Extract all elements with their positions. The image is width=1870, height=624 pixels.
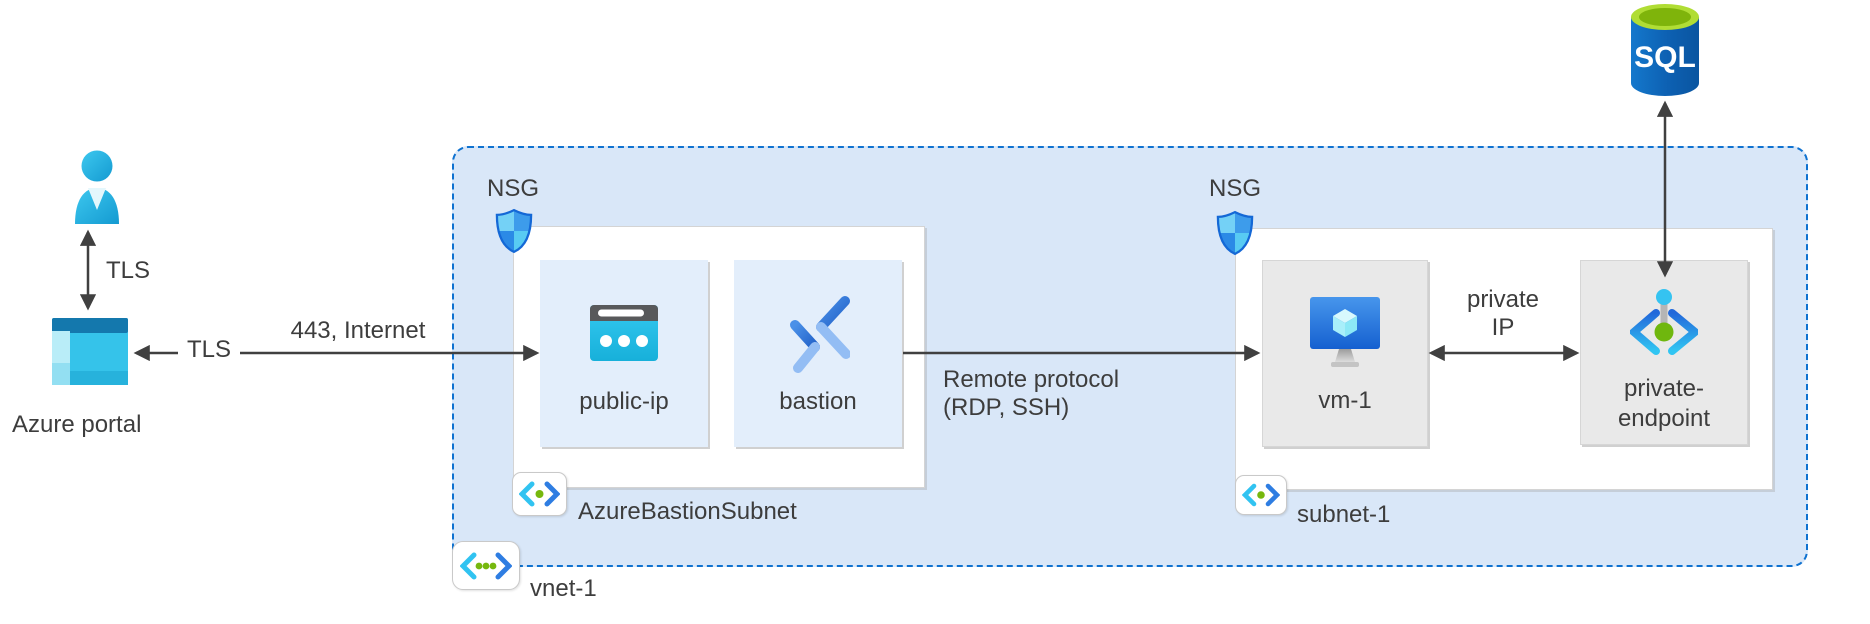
bastion-label: bastion: [779, 388, 857, 415]
public-ip-icon: [590, 290, 658, 376]
nsg-shield-icon: [1216, 210, 1254, 256]
subnet-icon: [512, 472, 567, 516]
azure-bastion-subnet-label: AzureBastionSubnet: [578, 498, 797, 525]
tls-horizontal-label: TLS: [178, 336, 241, 365]
azure-portal-label: Azure portal: [12, 411, 142, 438]
private-endpoint-card: private-endpoint: [1580, 260, 1748, 445]
bastion-card: bastion: [734, 260, 902, 447]
remote-protocol-label: Remote protocol (RDP, SSH): [943, 366, 1119, 422]
private-endpoint-label: private-endpoint: [1617, 375, 1711, 432]
nsg-label-subnet1: NSG: [1209, 175, 1262, 202]
virtual-machine-icon: [1310, 291, 1380, 377]
sql-text: SQL: [1634, 41, 1696, 74]
remote-protocol-line2: (RDP, SSH): [943, 394, 1070, 421]
private-ip-line2: IP: [1491, 314, 1515, 341]
public-ip-card: public-ip: [540, 260, 708, 447]
sql-database-icon: SQL: [1628, 3, 1702, 98]
bastion-icon: [786, 290, 850, 376]
public-ip-label: public-ip: [579, 388, 669, 415]
azure-portal-icon: [52, 318, 128, 385]
nsg-label-bastion: NSG: [487, 175, 540, 202]
vnet-icon: [452, 541, 520, 590]
private-ip-line1: private: [1466, 286, 1540, 313]
remote-protocol-line1: Remote protocol: [943, 366, 1120, 393]
private-endpoint-icon: [1630, 283, 1698, 359]
subnet-1-label: subnet-1: [1297, 501, 1391, 528]
user-icon: [71, 150, 123, 224]
vnet-label: vnet-1: [530, 575, 597, 602]
tls-vertical-label: TLS: [106, 257, 151, 284]
vm-1-label: vm-1: [1318, 387, 1372, 414]
vm-1-card: vm-1: [1262, 260, 1428, 447]
nsg-shield-icon: [495, 208, 533, 254]
private-ip-label: private IP: [1443, 286, 1563, 342]
internet-port-label: 443, Internet: [290, 317, 426, 344]
subnet-icon: [1235, 475, 1287, 515]
